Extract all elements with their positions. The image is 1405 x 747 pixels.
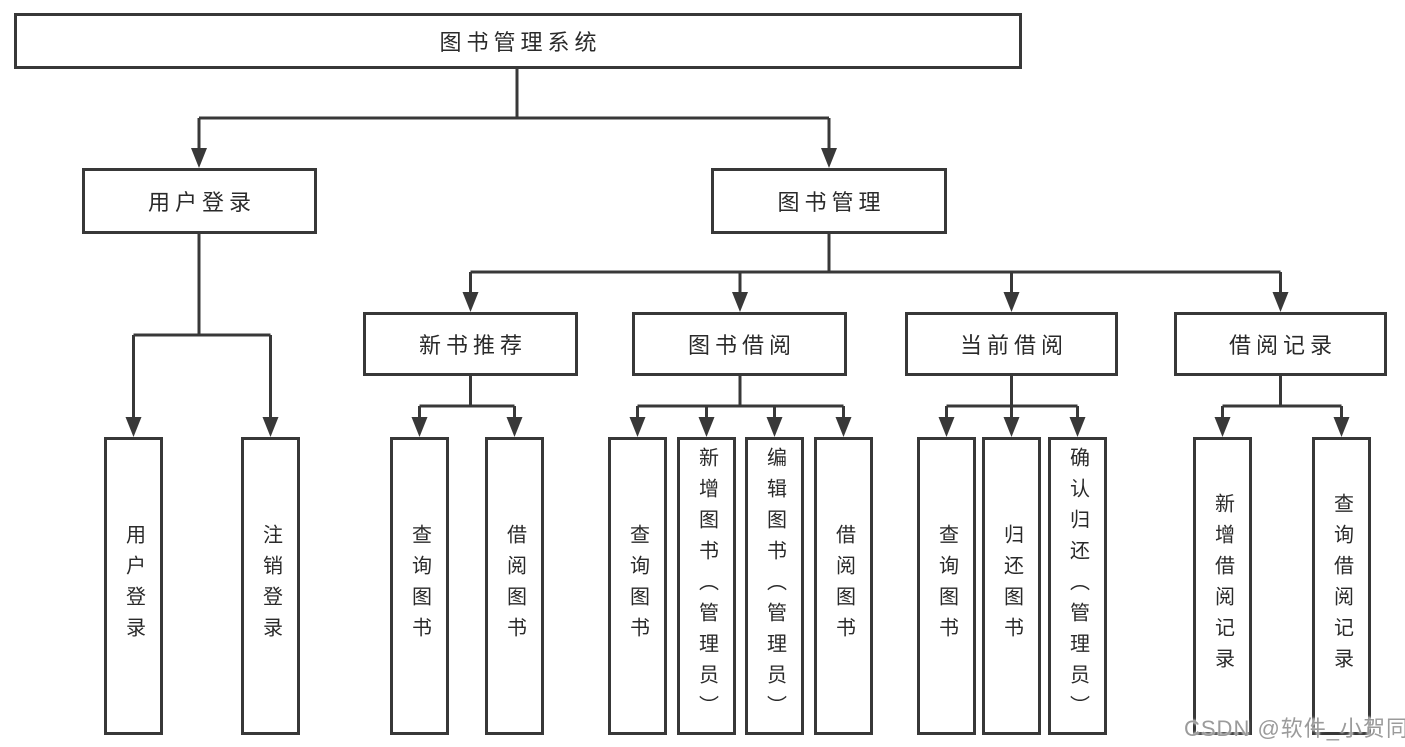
node-new-book-recommend: 新书推荐	[363, 312, 578, 376]
leaf-label: 归还图书	[1000, 524, 1023, 648]
leaf-query-books-borrow: 查询图书	[608, 437, 667, 735]
leaf-confirm-return-admin: 确认归还（管理员）	[1048, 437, 1107, 735]
node-label: 图书借阅	[687, 333, 796, 358]
leaf-label: 编辑图书（管理员）	[763, 446, 786, 726]
leaf-label: 新增借阅记录	[1211, 493, 1234, 679]
node-library-management-system: 图书管理系统	[14, 13, 1022, 69]
leaf-add-books-admin: 新增图书（管理员）	[677, 437, 736, 735]
leaf-label: 查询图书	[935, 524, 958, 648]
node-current-borrow: 当前借阅	[905, 312, 1118, 376]
node-label: 图书管理系统	[439, 30, 602, 55]
leaf-label: 确认归还（管理员）	[1066, 446, 1089, 726]
leaf-return-books: 归还图书	[982, 437, 1041, 735]
leaf-query-borrow-record: 查询借阅记录	[1312, 437, 1371, 735]
leaf-label: 注销登录	[259, 524, 282, 648]
leaf-label: 用户登录	[122, 524, 145, 648]
node-label: 用户登录	[147, 190, 256, 215]
leaf-query-books-recommend: 查询图书	[390, 437, 449, 735]
node-book-borrow: 图书借阅	[632, 312, 847, 376]
node-book-management: 图书管理	[711, 168, 947, 234]
arrowheads	[125, 148, 1350, 437]
node-borrow-record: 借阅记录	[1174, 312, 1387, 376]
leaf-label: 借阅图书	[832, 524, 855, 648]
leaf-edit-books-admin: 编辑图书（管理员）	[745, 437, 804, 735]
node-label: 借阅记录	[1228, 333, 1337, 358]
node-label: 图书管理	[777, 190, 886, 215]
node-label: 新书推荐	[418, 333, 527, 358]
leaf-user-login: 用户登录	[104, 437, 163, 735]
leaf-label: 新增图书（管理员）	[695, 446, 718, 726]
leaf-query-books-current: 查询图书	[917, 437, 976, 735]
watermark: CSDN @软件_小贺同学	[1184, 716, 1405, 741]
leaf-borrow-books: 借阅图书	[814, 437, 873, 735]
node-label: 当前借阅	[959, 333, 1068, 358]
leaf-add-borrow-record: 新增借阅记录	[1193, 437, 1252, 735]
leaf-label: 借阅图书	[503, 524, 526, 648]
leaf-logout: 注销登录	[241, 437, 300, 735]
leaf-label: 查询图书	[626, 524, 649, 648]
leaf-label: 查询图书	[408, 524, 431, 648]
leaf-label: 查询借阅记录	[1330, 493, 1353, 679]
node-user-login: 用户登录	[82, 168, 317, 234]
leaf-borrow-books-recommend: 借阅图书	[485, 437, 544, 735]
